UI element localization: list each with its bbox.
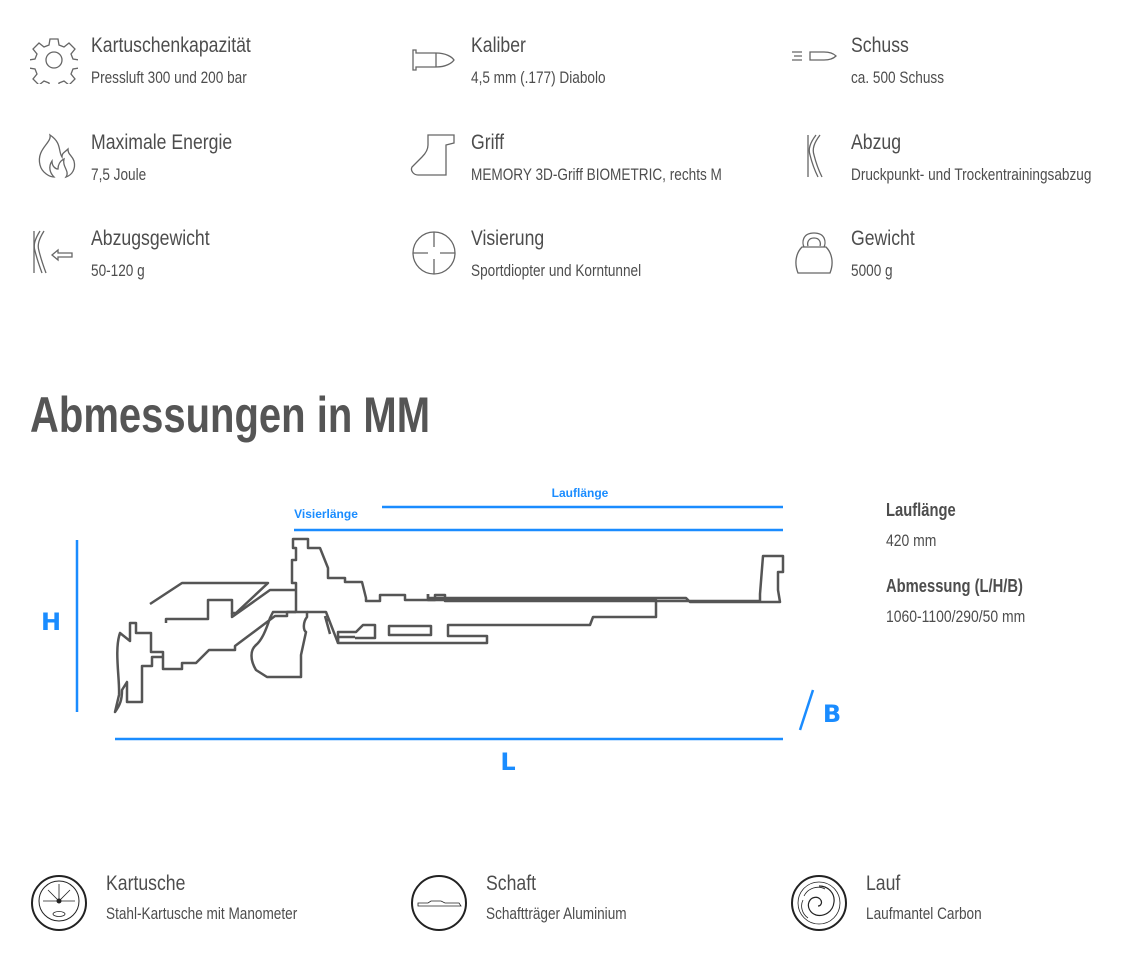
dimensions-heading: Abmessungen in MM	[30, 387, 431, 443]
material-cartridge: Kartusche Stahl-Kartusche mit Manometer	[30, 872, 410, 934]
barrel-length-info-label: Lauflänge	[886, 500, 956, 520]
spec-value: MEMORY 3D-Griff BIOMETRIC, rechts M	[471, 165, 722, 184]
spec-value: 7,5 Joule	[91, 165, 147, 184]
kettlebell-icon	[795, 232, 833, 274]
shot-icon	[792, 51, 837, 61]
spec-title: Visierung	[471, 227, 545, 250]
gear-icon	[30, 38, 78, 84]
material-title: Schaft	[486, 872, 537, 895]
material-barrel: Lauf Laufmantel Carbon	[790, 872, 1132, 934]
rifle-outline	[113, 537, 785, 714]
spec-weight: Gewicht 5000 g	[790, 227, 1132, 287]
cartridge-icon	[31, 875, 87, 931]
spec-title: Gewicht	[851, 227, 915, 250]
spec-value: ca. 500 Schuss	[851, 68, 944, 87]
spec-title: Kaliber	[471, 34, 526, 57]
sight-length-label: Visierlänge	[294, 507, 358, 521]
b-label: B	[823, 700, 841, 728]
spec-sights: Visierung Sportdiopter und Korntunnel	[410, 227, 790, 287]
spec-caliber: Kaliber 4,5 mm (.177) Diabolo	[410, 34, 790, 94]
barrel-length-info-value: 420 mm	[886, 531, 937, 550]
spec-value: Sportdiopter und Korntunnel	[471, 261, 642, 280]
spec-title: Kartuschenkapazität	[91, 34, 251, 57]
trigger-icon	[807, 134, 823, 178]
h-label: H	[41, 608, 61, 636]
barrel-icon	[791, 875, 847, 931]
spec-title: Abzugsgewicht	[91, 227, 210, 250]
bullet-icon	[412, 49, 455, 71]
stock-icon	[411, 875, 467, 931]
material-value: Laufmantel Carbon	[866, 904, 982, 923]
spec-title: Griff	[471, 131, 505, 154]
spec-max-energy: Maximale Energie 7,5 Joule	[30, 131, 410, 191]
spec-title: Abzug	[851, 131, 902, 154]
trigger-weight-icon	[33, 230, 73, 274]
width-line	[798, 689, 815, 731]
material-value: Schaftträger Aluminium	[486, 904, 627, 923]
spec-grip: Griff MEMORY 3D-Griff BIOMETRIC, rechts …	[410, 131, 790, 191]
dimensions-info-value: 1060-1100/290/50 mm	[886, 607, 1026, 626]
spec-cartridge-capacity: Kartuschenkapazität Pressluft 300 und 20…	[30, 34, 410, 94]
material-stock: Schaft Schaftträger Aluminium	[410, 872, 790, 934]
spec-trigger: Abzug Druckpunkt- und Trockentrainingsab…	[790, 131, 1132, 191]
flame-icon	[38, 133, 76, 179]
spec-shots: Schuss ca. 500 Schuss	[790, 34, 1132, 94]
spec-title: Schuss	[851, 34, 909, 57]
spec-value: 50-120 g	[91, 261, 145, 280]
spec-value: Pressluft 300 und 200 bar	[91, 68, 247, 87]
spec-title: Maximale Energie	[91, 131, 233, 154]
rifle-dimension-diagram: Lauflänge Visierlänge H L B	[41, 486, 841, 776]
spec-value: 4,5 mm (.177) Diabolo	[471, 68, 606, 87]
grip-icon	[410, 134, 455, 176]
material-title: Kartusche	[106, 872, 186, 895]
spec-value: Druckpunkt- und Trockentrainingsabzug	[851, 165, 1092, 184]
crosshair-icon	[412, 231, 456, 275]
l-label: L	[500, 748, 515, 776]
spec-trigger-weight: Abzugsgewicht 50-120 g	[30, 227, 410, 287]
spec-value: 5000 g	[851, 261, 893, 280]
material-title: Lauf	[866, 872, 901, 895]
dimensions-info-label: Abmessung (L/H/B)	[886, 576, 1023, 596]
barrel-length-label: Lauflänge	[552, 486, 609, 500]
material-value: Stahl-Kartusche mit Manometer	[106, 904, 298, 923]
